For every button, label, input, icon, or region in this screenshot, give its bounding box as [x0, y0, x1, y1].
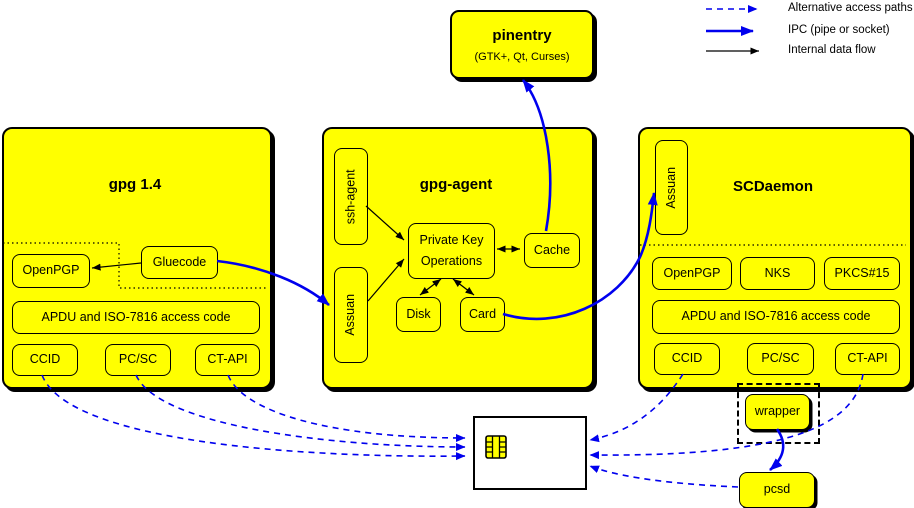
gpg14-openpgp-node: OpenPGP: [12, 254, 90, 288]
ssh-agent-node: ssh-agent: [334, 148, 368, 245]
gpg14-ctapi-node: CT-API: [195, 344, 260, 376]
scdaemon-ctapi-node: CT-API: [835, 343, 900, 375]
private-key-operations-line1: Private Key: [419, 232, 484, 247]
legend-label-ipc: IPC (pipe or socket): [788, 24, 890, 36]
private-key-operations-node: Private Key Operations: [408, 223, 495, 279]
gpg14-title: gpg 1.4: [108, 176, 162, 193]
private-key-operations-line2: Operations: [420, 253, 483, 268]
gpg14-apdu-node: APDU and ISO-7816 access code: [12, 301, 260, 334]
ssh-agent-label: ssh-agent: [343, 169, 358, 224]
pinentry-subtitle: (GTK+, Qt, Curses): [474, 50, 570, 63]
alt-pcsd-to-card: [589, 465, 739, 488]
gpg-agent-assuan-node: Assuan: [334, 267, 368, 363]
gpg14-pcsc-node: PC/SC: [105, 344, 171, 376]
smartcard: [473, 416, 587, 490]
scdaemon-openpgp-node: OpenPGP: [652, 257, 732, 290]
scdaemon-assuan-label: Assuan: [663, 166, 678, 209]
pcsd-node: pcsd: [739, 472, 815, 508]
gpg-agent-assuan-label: Assuan: [343, 294, 358, 336]
smartcard-chip-icon: [485, 435, 507, 459]
scdaemon-assuan-node: Assuan: [655, 140, 688, 235]
gpg-agent-title: gpg-agent: [419, 176, 493, 193]
scdaemon-nks-node: NKS: [740, 257, 815, 290]
scdaemon-ccid-node: CCID: [654, 343, 720, 375]
scdaemon-title: SCDaemon: [732, 178, 814, 195]
disk-node: Disk: [396, 297, 441, 332]
pinentry-title: pinentry: [492, 26, 552, 44]
legend-label-alternative-access: Alternative access paths: [788, 2, 913, 14]
scdaemon-pcsc-node: PC/SC: [747, 343, 814, 375]
scdaemon-pkcs15-node: PKCS#15: [824, 257, 900, 290]
scdaemon-apdu-node: APDU and ISO-7816 access code: [652, 300, 900, 334]
card-node: Card: [460, 297, 505, 332]
legend-label-internal-data-flow: Internal data flow: [788, 44, 876, 56]
gluecode-node: Gluecode: [141, 246, 218, 279]
gpg14-ccid-node: CCID: [12, 344, 78, 376]
pinentry-box: pinentry (GTK+, Qt, Curses): [450, 10, 594, 79]
wrapper-node: wrapper: [745, 394, 810, 430]
cache-node: Cache: [524, 233, 580, 268]
